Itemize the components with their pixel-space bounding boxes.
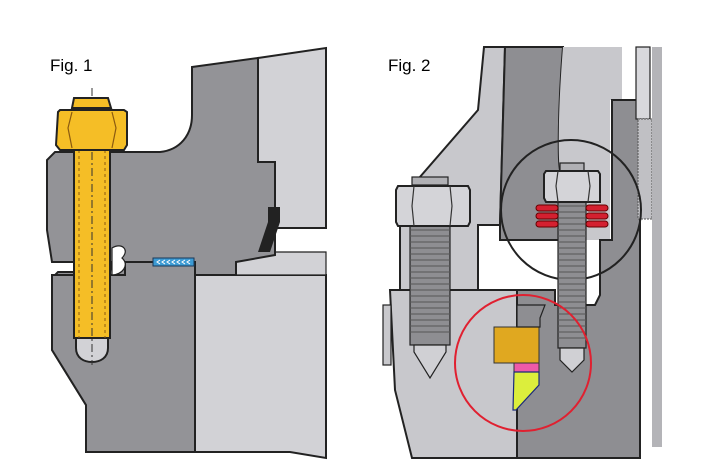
figure-2: Fig. 2 xyxy=(382,46,662,459)
housing-dark-right xyxy=(516,99,641,459)
side-bracket xyxy=(382,304,392,366)
hex-nut xyxy=(54,97,128,151)
stud-right-tip xyxy=(559,347,585,373)
hex-nut-left xyxy=(395,176,471,227)
stud-left-threads xyxy=(410,229,450,333)
gland-dark xyxy=(516,304,546,328)
highlight-circle xyxy=(454,294,592,432)
hex-nut-right xyxy=(543,162,601,203)
seal-ring-orange xyxy=(493,326,540,364)
lower-body-light xyxy=(388,289,518,459)
stud-left-tip xyxy=(413,344,447,380)
housing-lower-light xyxy=(194,274,327,460)
stud-right-threads xyxy=(558,205,586,339)
disc-springs xyxy=(535,204,609,228)
stud-left xyxy=(409,224,451,346)
stud-right xyxy=(557,199,587,349)
gap xyxy=(111,245,126,276)
seal-ring-yellow xyxy=(512,371,540,411)
seal-ring-pink xyxy=(513,362,540,373)
figure-1: Fig. 1 xyxy=(46,46,327,460)
figure-2-label: Fig. 2 xyxy=(388,56,431,75)
packing-upper xyxy=(635,46,651,120)
gasket-black xyxy=(258,207,280,252)
blue-seal-pattern xyxy=(156,259,191,265)
figure-1-label: Fig. 1 xyxy=(50,56,93,75)
blue-seal-strip xyxy=(152,257,195,267)
wall-right xyxy=(652,47,662,447)
